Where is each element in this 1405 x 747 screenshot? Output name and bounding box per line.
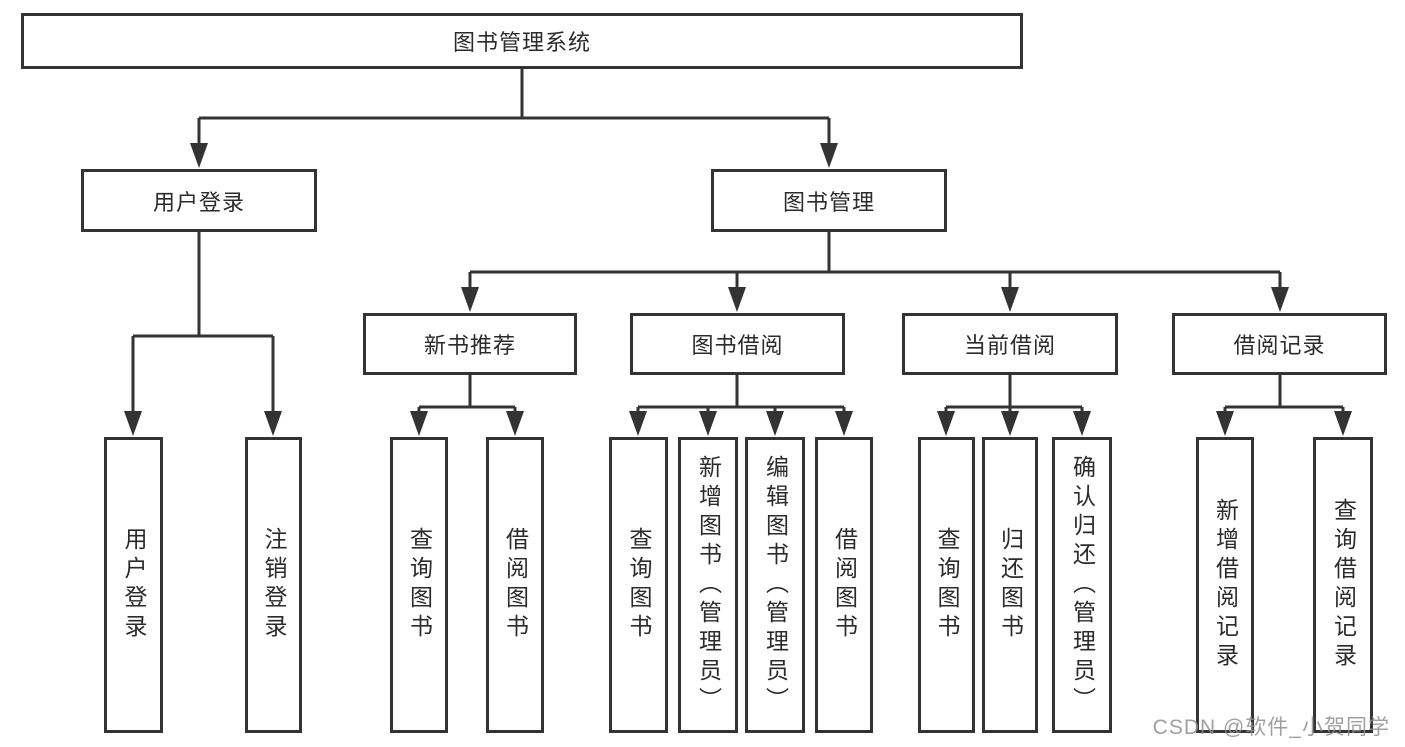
- arrowhead: [1271, 287, 1289, 312]
- arrowhead: [410, 411, 428, 436]
- leaf-user-login: 用户登录: [104, 437, 163, 733]
- node-current-borrow: 当前借阅: [902, 313, 1118, 375]
- arrowhead: [937, 411, 955, 436]
- arrowhead: [699, 411, 717, 436]
- arrowhead: [190, 143, 208, 168]
- node-new-book-recommend: 新书推荐: [363, 313, 577, 375]
- arrowhead: [461, 287, 479, 312]
- connector-root-to-level2: [197, 69, 831, 144]
- leaf-edit-book-admin: 编辑图书（管理员）: [745, 437, 805, 733]
- node-book-management: 图书管理: [711, 169, 947, 232]
- arrowhead: [1216, 411, 1234, 436]
- node-book-borrow: 图书借阅: [630, 313, 845, 375]
- arrowhead: [629, 411, 647, 436]
- arrowhead: [264, 411, 282, 436]
- arrowhead: [728, 287, 746, 312]
- leaf-confirm-return-admin: 确认归还（管理员）: [1052, 437, 1112, 733]
- connector-user-login-branch: [131, 232, 275, 412]
- connector-book-borrow-branch: [636, 375, 846, 412]
- leaf-add-borrow-record: 新增借阅记录: [1196, 437, 1254, 733]
- arrowhead: [1001, 411, 1019, 436]
- leaf-add-book-admin: 新增图书（管理员）: [678, 437, 738, 733]
- connector-current-borrow-branch: [944, 375, 1084, 412]
- connector-book-management-branch: [468, 232, 1282, 288]
- leaf-borrow-books: 借阅图书: [815, 437, 873, 733]
- leaf-query-books-recommend: 查询图书: [390, 437, 448, 733]
- leaf-return-book: 归还图书: [982, 437, 1038, 733]
- leaf-logout: 注销登录: [245, 437, 302, 733]
- arrowhead: [835, 411, 853, 436]
- leaf-query-books-current: 查询图书: [918, 437, 975, 733]
- arrowhead: [124, 411, 142, 436]
- leaf-query-borrow-record: 查询借阅记录: [1313, 437, 1373, 733]
- node-user-login: 用户登录: [81, 169, 317, 232]
- arrowhead: [1334, 411, 1352, 436]
- arrowhead: [1073, 411, 1091, 436]
- arrowhead: [506, 411, 524, 436]
- leaf-query-books-borrow: 查询图书: [609, 437, 668, 733]
- node-borrow-records: 借阅记录: [1172, 313, 1387, 375]
- csdn-watermark: CSDN @软件_小贺同学: [1152, 716, 1390, 739]
- leaf-borrow-books-recommend: 借阅图书: [486, 437, 544, 733]
- arrowhead: [1001, 287, 1019, 312]
- arrowhead: [766, 411, 784, 436]
- connector-borrow-records-branch: [1223, 375, 1345, 412]
- connector-new-book-recommend-branch: [417, 375, 517, 412]
- node-library-management-system: 图书管理系统: [21, 13, 1023, 69]
- arrowhead: [820, 143, 838, 168]
